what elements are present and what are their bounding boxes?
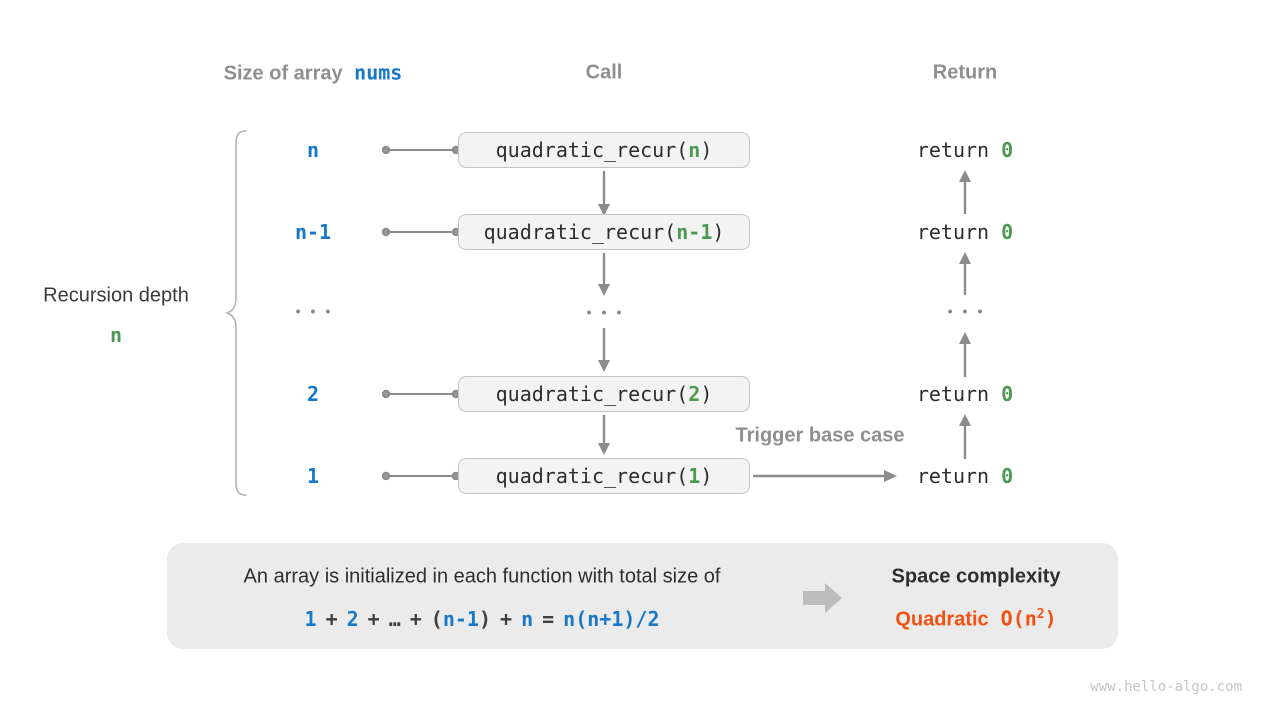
header-size-of-array: Size of array nums (224, 61, 403, 86)
connector-row-2 (381, 389, 461, 399)
formula-term: 1 (304, 607, 317, 631)
size-label-2: 2 (306, 382, 320, 406)
call-arg: 1 (688, 464, 701, 488)
trigger-base-case-label: Trigger base case (735, 424, 905, 447)
formula-plus: + (500, 607, 513, 631)
formula-plus: + (367, 607, 380, 631)
formula-plus: + (325, 607, 338, 631)
call-suffix: ) (700, 464, 713, 488)
call-suffix: ) (700, 382, 713, 406)
header-nums-code: nums (354, 60, 403, 85)
size-label-n: n (306, 138, 320, 162)
call-box-1: quadratic_recur(1) (458, 458, 750, 494)
space-complexity-value: Quadratic O(n2) (895, 607, 1056, 632)
space-complexity-title: Space complexity (891, 565, 1061, 588)
return-arrow-up-4 (959, 414, 971, 459)
call-arrow-down-4 (598, 415, 610, 455)
return-value: 0 (1001, 138, 1014, 162)
return-line-2: return 0 (917, 220, 1013, 244)
call-box-n1: quadratic_recur(n-1) (458, 214, 750, 250)
call-prefix: quadratic_recur( (483, 220, 677, 244)
return-value: 0 (1001, 464, 1014, 488)
connector-row-1 (381, 471, 461, 481)
return-line-4: return 0 (917, 382, 1013, 406)
call-suffix: ) (700, 138, 713, 162)
return-line-5: return 0 (917, 464, 1013, 488)
size-connectors (381, 145, 461, 481)
call-prefix: quadratic_recur( (495, 464, 689, 488)
formula-plus: + (409, 607, 422, 631)
size-label-n1: n-1 (294, 220, 332, 244)
summary-formula: 1 + 2 + … + (n-1) + n = n(n+1)/2 (305, 607, 660, 631)
recursion-depth-value: n (109, 323, 123, 347)
call-prefix: quadratic_recur( (495, 138, 689, 162)
formula-result: n(n+1)/2 (563, 607, 660, 631)
call-box-2: quadratic_recur(2) (458, 376, 750, 412)
size-ellipsis: ••• (295, 303, 341, 319)
formula-term: 2 (346, 607, 359, 631)
header-size-prefix: Size of array (223, 62, 343, 85)
call-arg: 2 (688, 382, 701, 406)
header-call: Call (585, 61, 623, 84)
call-suffix: ) (712, 220, 725, 244)
call-ellipsis: ••• (586, 304, 632, 320)
return-ellipsis: ••• (947, 303, 993, 319)
base-case-arrow (753, 470, 897, 482)
complexity-name: Quadratic (895, 608, 989, 631)
formula-ellipsis: … (388, 607, 401, 631)
formula-term: n (521, 607, 534, 631)
big-o-notation: O(n2) (1000, 606, 1057, 631)
return-value: 0 (1001, 220, 1014, 244)
return-arrow-up-2 (959, 252, 971, 295)
call-arrow-down-2 (598, 253, 610, 296)
return-keyword: return (916, 464, 990, 488)
recursion-depth-label: Recursion depth (43, 284, 189, 307)
formula-paren-term: (n-1) (430, 607, 492, 631)
recursion-depth-brace (224, 130, 247, 496)
connector-row-n1 (381, 227, 461, 237)
call-arg: n-1 (676, 220, 713, 244)
return-keyword: return (916, 220, 990, 244)
call-prefix: quadratic_recur( (495, 382, 689, 406)
call-arg: n (688, 138, 701, 162)
return-line-1: return 0 (917, 138, 1013, 162)
return-value: 0 (1001, 382, 1014, 406)
call-box-n: quadratic_recur(n) (458, 132, 750, 168)
return-keyword: return (916, 382, 990, 406)
call-arrow-down-1 (598, 171, 610, 216)
size-label-1: 1 (306, 464, 320, 488)
watermark: www.hello-algo.com (1090, 679, 1242, 695)
call-arrow-down-3 (598, 328, 610, 372)
connector-row-n (381, 145, 461, 155)
return-keyword: return (916, 138, 990, 162)
header-return: Return (932, 61, 998, 84)
formula-equals: = (542, 607, 555, 631)
return-arrow-up-1 (959, 170, 971, 214)
return-arrow-up-3 (959, 332, 971, 377)
summary-text: An array is initialized in each function… (243, 565, 721, 588)
summary-panel (167, 543, 1118, 649)
